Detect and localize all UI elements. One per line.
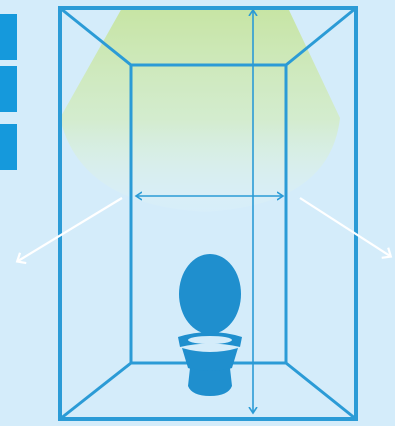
room-outer-frame (58, 6, 358, 421)
light-cone (60, 8, 340, 212)
toilet-bowl (182, 348, 238, 372)
arrow-down-right (299, 197, 393, 259)
side-tab-2[interactable] (0, 66, 17, 112)
edge-top-left (59, 6, 132, 67)
edge-top-right (285, 6, 357, 67)
edge-bottom-right (285, 361, 357, 421)
side-tab-3[interactable] (0, 124, 17, 170)
toilet-icon (178, 254, 242, 396)
toilet-base (188, 368, 232, 396)
toilet-lid (179, 254, 241, 334)
arrow-down-left (15, 197, 123, 265)
side-tab-1[interactable] (0, 14, 17, 60)
toilet-bowl-opening (188, 336, 232, 344)
edge-bottom-left (59, 361, 132, 421)
